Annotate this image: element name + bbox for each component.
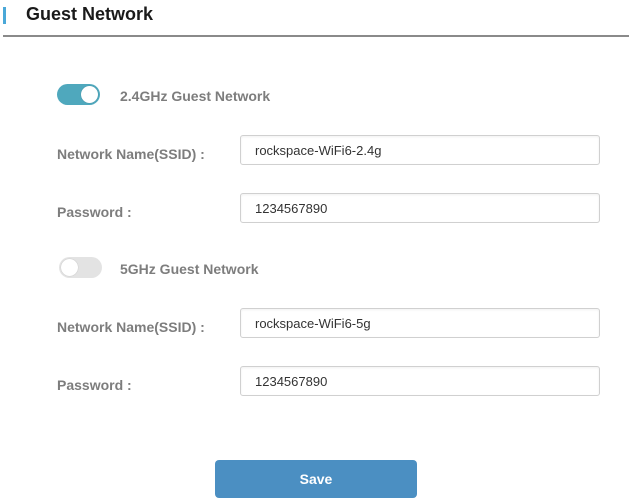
label-5ghz-guest-network: 5GHz Guest Network (120, 261, 259, 277)
header-divider (3, 35, 629, 37)
label-ssid-24ghz: Network Name(SSID) : (57, 146, 205, 162)
password-input-5ghz[interactable] (240, 366, 600, 396)
toggle-5ghz-guest-network[interactable] (59, 257, 102, 278)
ssid-input-24ghz[interactable] (240, 135, 600, 165)
label-ssid-5ghz: Network Name(SSID) : (57, 319, 205, 335)
label-24ghz-guest-network: 2.4GHz Guest Network (120, 88, 271, 104)
label-password-24ghz: Password : (57, 204, 132, 220)
ssid-input-5ghz[interactable] (240, 308, 600, 338)
save-button[interactable]: Save (215, 460, 417, 498)
page-title: Guest Network (26, 4, 154, 24)
toggle-knob (81, 86, 98, 103)
toggle-24ghz-guest-network[interactable] (57, 84, 100, 105)
toggle-knob (61, 259, 78, 276)
label-password-5ghz: Password : (57, 377, 132, 393)
page-header: Guest Network (0, 0, 632, 38)
password-input-24ghz[interactable] (240, 193, 600, 223)
header-accent-bar (3, 7, 6, 24)
